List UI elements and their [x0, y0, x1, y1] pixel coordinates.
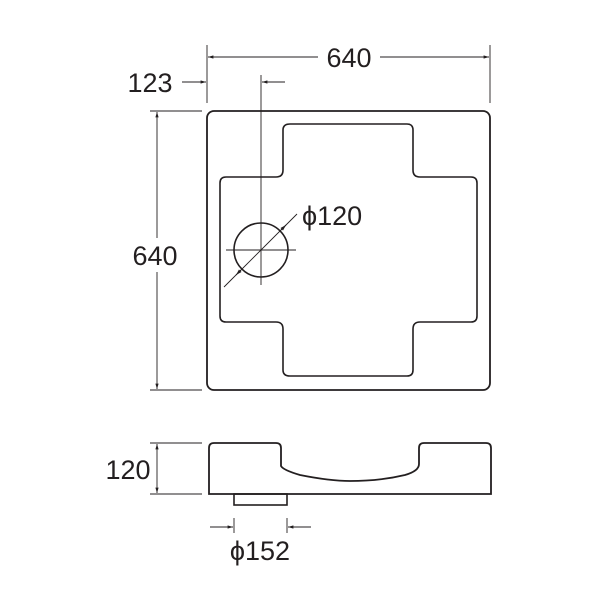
hole-diameter-label: ϕ120 — [302, 201, 362, 231]
offset-dimension-label: 123 — [127, 68, 172, 98]
outer-outline — [206, 110, 491, 391]
width-dimension-label: 640 — [326, 43, 371, 73]
inner-cross-recess — [219, 123, 478, 377]
side-outline — [208, 442, 492, 495]
side-height-label: 120 — [105, 455, 150, 485]
top-view — [150, 45, 491, 391]
height-dimension-label: 640 — [132, 241, 177, 271]
foot-diameter-label: ϕ152 — [230, 536, 290, 566]
side-view — [150, 442, 492, 533]
drain-foot — [233, 493, 288, 506]
